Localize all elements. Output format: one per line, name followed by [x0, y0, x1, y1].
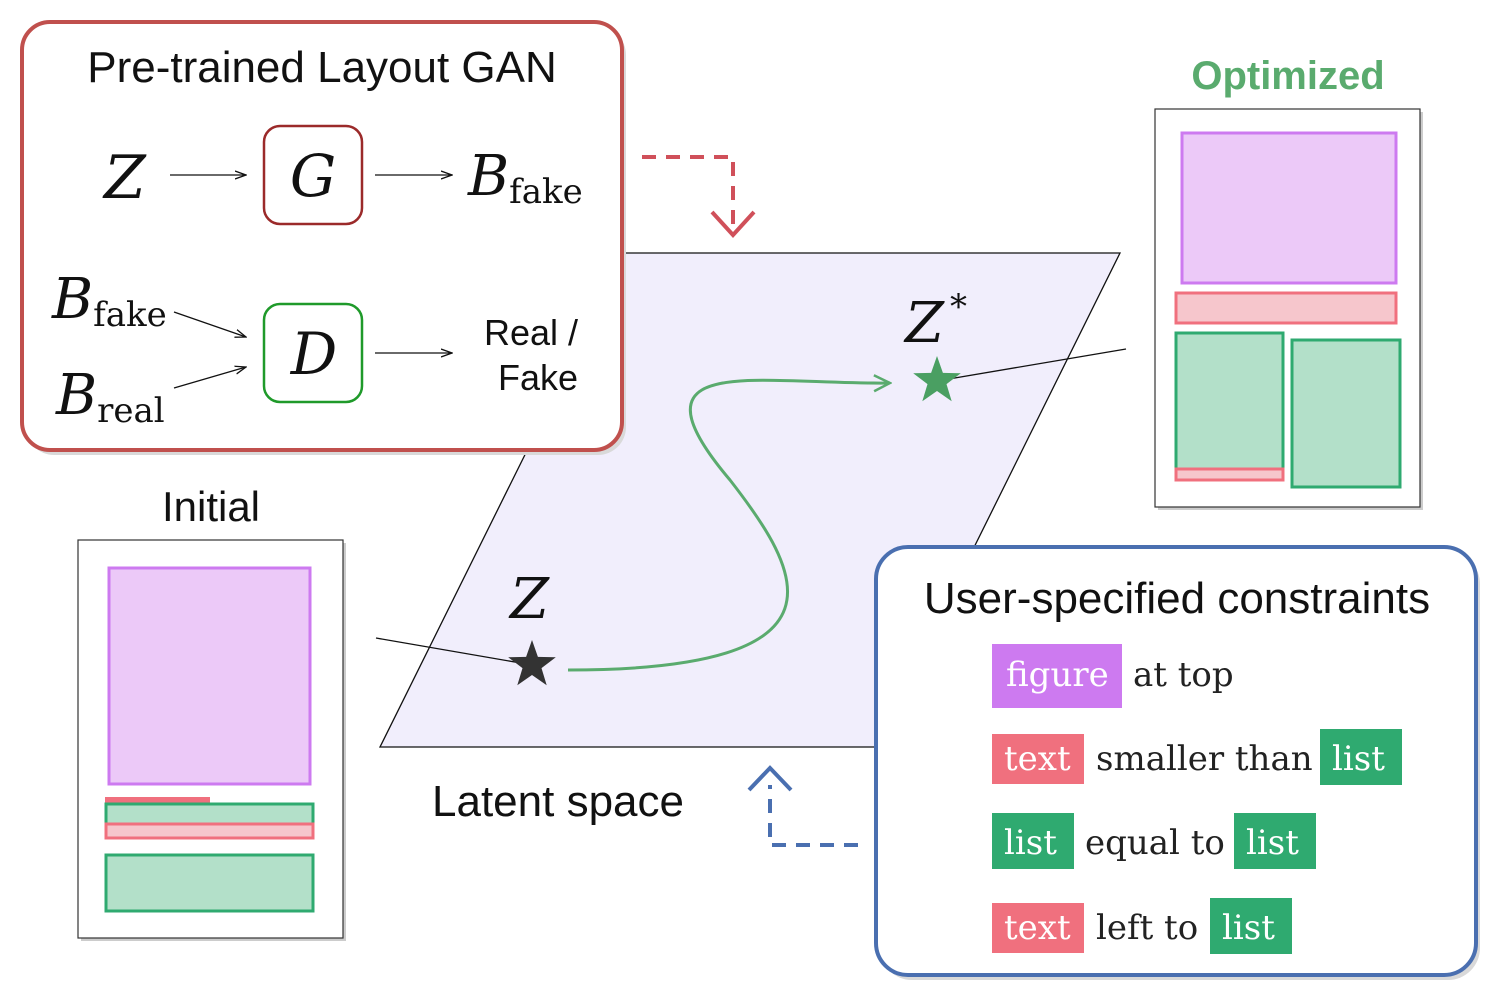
- output-fake-label: Fake: [498, 357, 578, 398]
- constraint-3-tag1: [992, 813, 1074, 869]
- constraint-3-tag2-label: list: [1246, 823, 1299, 863]
- bfake-to-d-arrow: [173, 311, 246, 337]
- constraint-2-tag2-label: list: [1332, 739, 1385, 779]
- gan-box: [20, 20, 624, 452]
- initial-text-box-top: [105, 797, 210, 803]
- constraint-4-tag2: [1210, 898, 1292, 954]
- gan-title: Pre-trained Layout GAN: [87, 43, 557, 92]
- constraint-2-phrase: smaller than: [1096, 739, 1313, 779]
- constraint-3-phrase: equal to: [1085, 823, 1225, 863]
- optimization-path: [567, 380, 890, 672]
- output-real-label: Real /: [484, 312, 578, 353]
- constraint-3-tag2: [1234, 813, 1316, 869]
- optimized-figure-box: [1180, 131, 1398, 285]
- b-real-input: Breal: [55, 363, 165, 431]
- constraints-to-latent-dashed-arrow: [768, 785, 858, 847]
- constraints-arrow-head: [747, 765, 793, 792]
- constraint-2-tag1-label: text: [1004, 739, 1071, 779]
- constraint-4-tag1: [992, 903, 1084, 953]
- initial-text-box-overlap: [104, 822, 315, 840]
- initial-connector-line: [375, 637, 533, 666]
- optimized-text-box-small: [1174, 467, 1285, 482]
- generator-symbol: G: [290, 142, 336, 210]
- gan-arrow-head: [710, 210, 756, 238]
- discriminator-symbol: D: [290, 320, 338, 388]
- constraint-1-phrase: at top: [1133, 655, 1234, 695]
- constraint-2-tag1: [992, 734, 1084, 784]
- discriminator-box: [262, 302, 364, 404]
- constraint-4-phrase: left to: [1096, 908, 1198, 948]
- z-opt-star-icon: [913, 356, 961, 402]
- optimized-connector-line: [936, 348, 1127, 382]
- generator-box: [262, 124, 364, 226]
- gan-to-latent-dashed-arrow: [642, 155, 735, 228]
- b-fake-output: Bfake: [467, 144, 583, 212]
- constraints-title: User-specified constraints: [924, 574, 1430, 623]
- optimized-text-box: [1174, 291, 1398, 325]
- constraint-4-tag1-label: text: [1004, 908, 1071, 948]
- b-fake-input: Bfake: [51, 267, 167, 335]
- initial-figure-box: [107, 566, 312, 786]
- optimized-label: Optimized: [1191, 54, 1384, 98]
- optimized-list-box-left: [1174, 331, 1285, 475]
- constraint-3-tag1-label: list: [1004, 823, 1057, 863]
- latent-space-label: Latent space: [432, 777, 684, 826]
- constraint-1-tag1-label: figure: [1006, 655, 1109, 695]
- constraint-1-tag1: [992, 644, 1122, 708]
- z-start-label: Z: [508, 567, 550, 632]
- constraint-4-tag2-label: list: [1222, 908, 1275, 948]
- z-opt-label: Z: [903, 291, 945, 356]
- initial-list-box-2: [104, 853, 315, 913]
- breal-to-d-arrow: [173, 367, 246, 389]
- optimized-list-box-right: [1290, 338, 1402, 489]
- z-opt-superscript: *: [950, 287, 967, 327]
- initial-label: Initial: [162, 483, 260, 530]
- z-start-star-icon: [508, 640, 556, 686]
- gan-z-symbol: Z: [102, 143, 147, 213]
- constraint-2-tag2: [1320, 729, 1402, 785]
